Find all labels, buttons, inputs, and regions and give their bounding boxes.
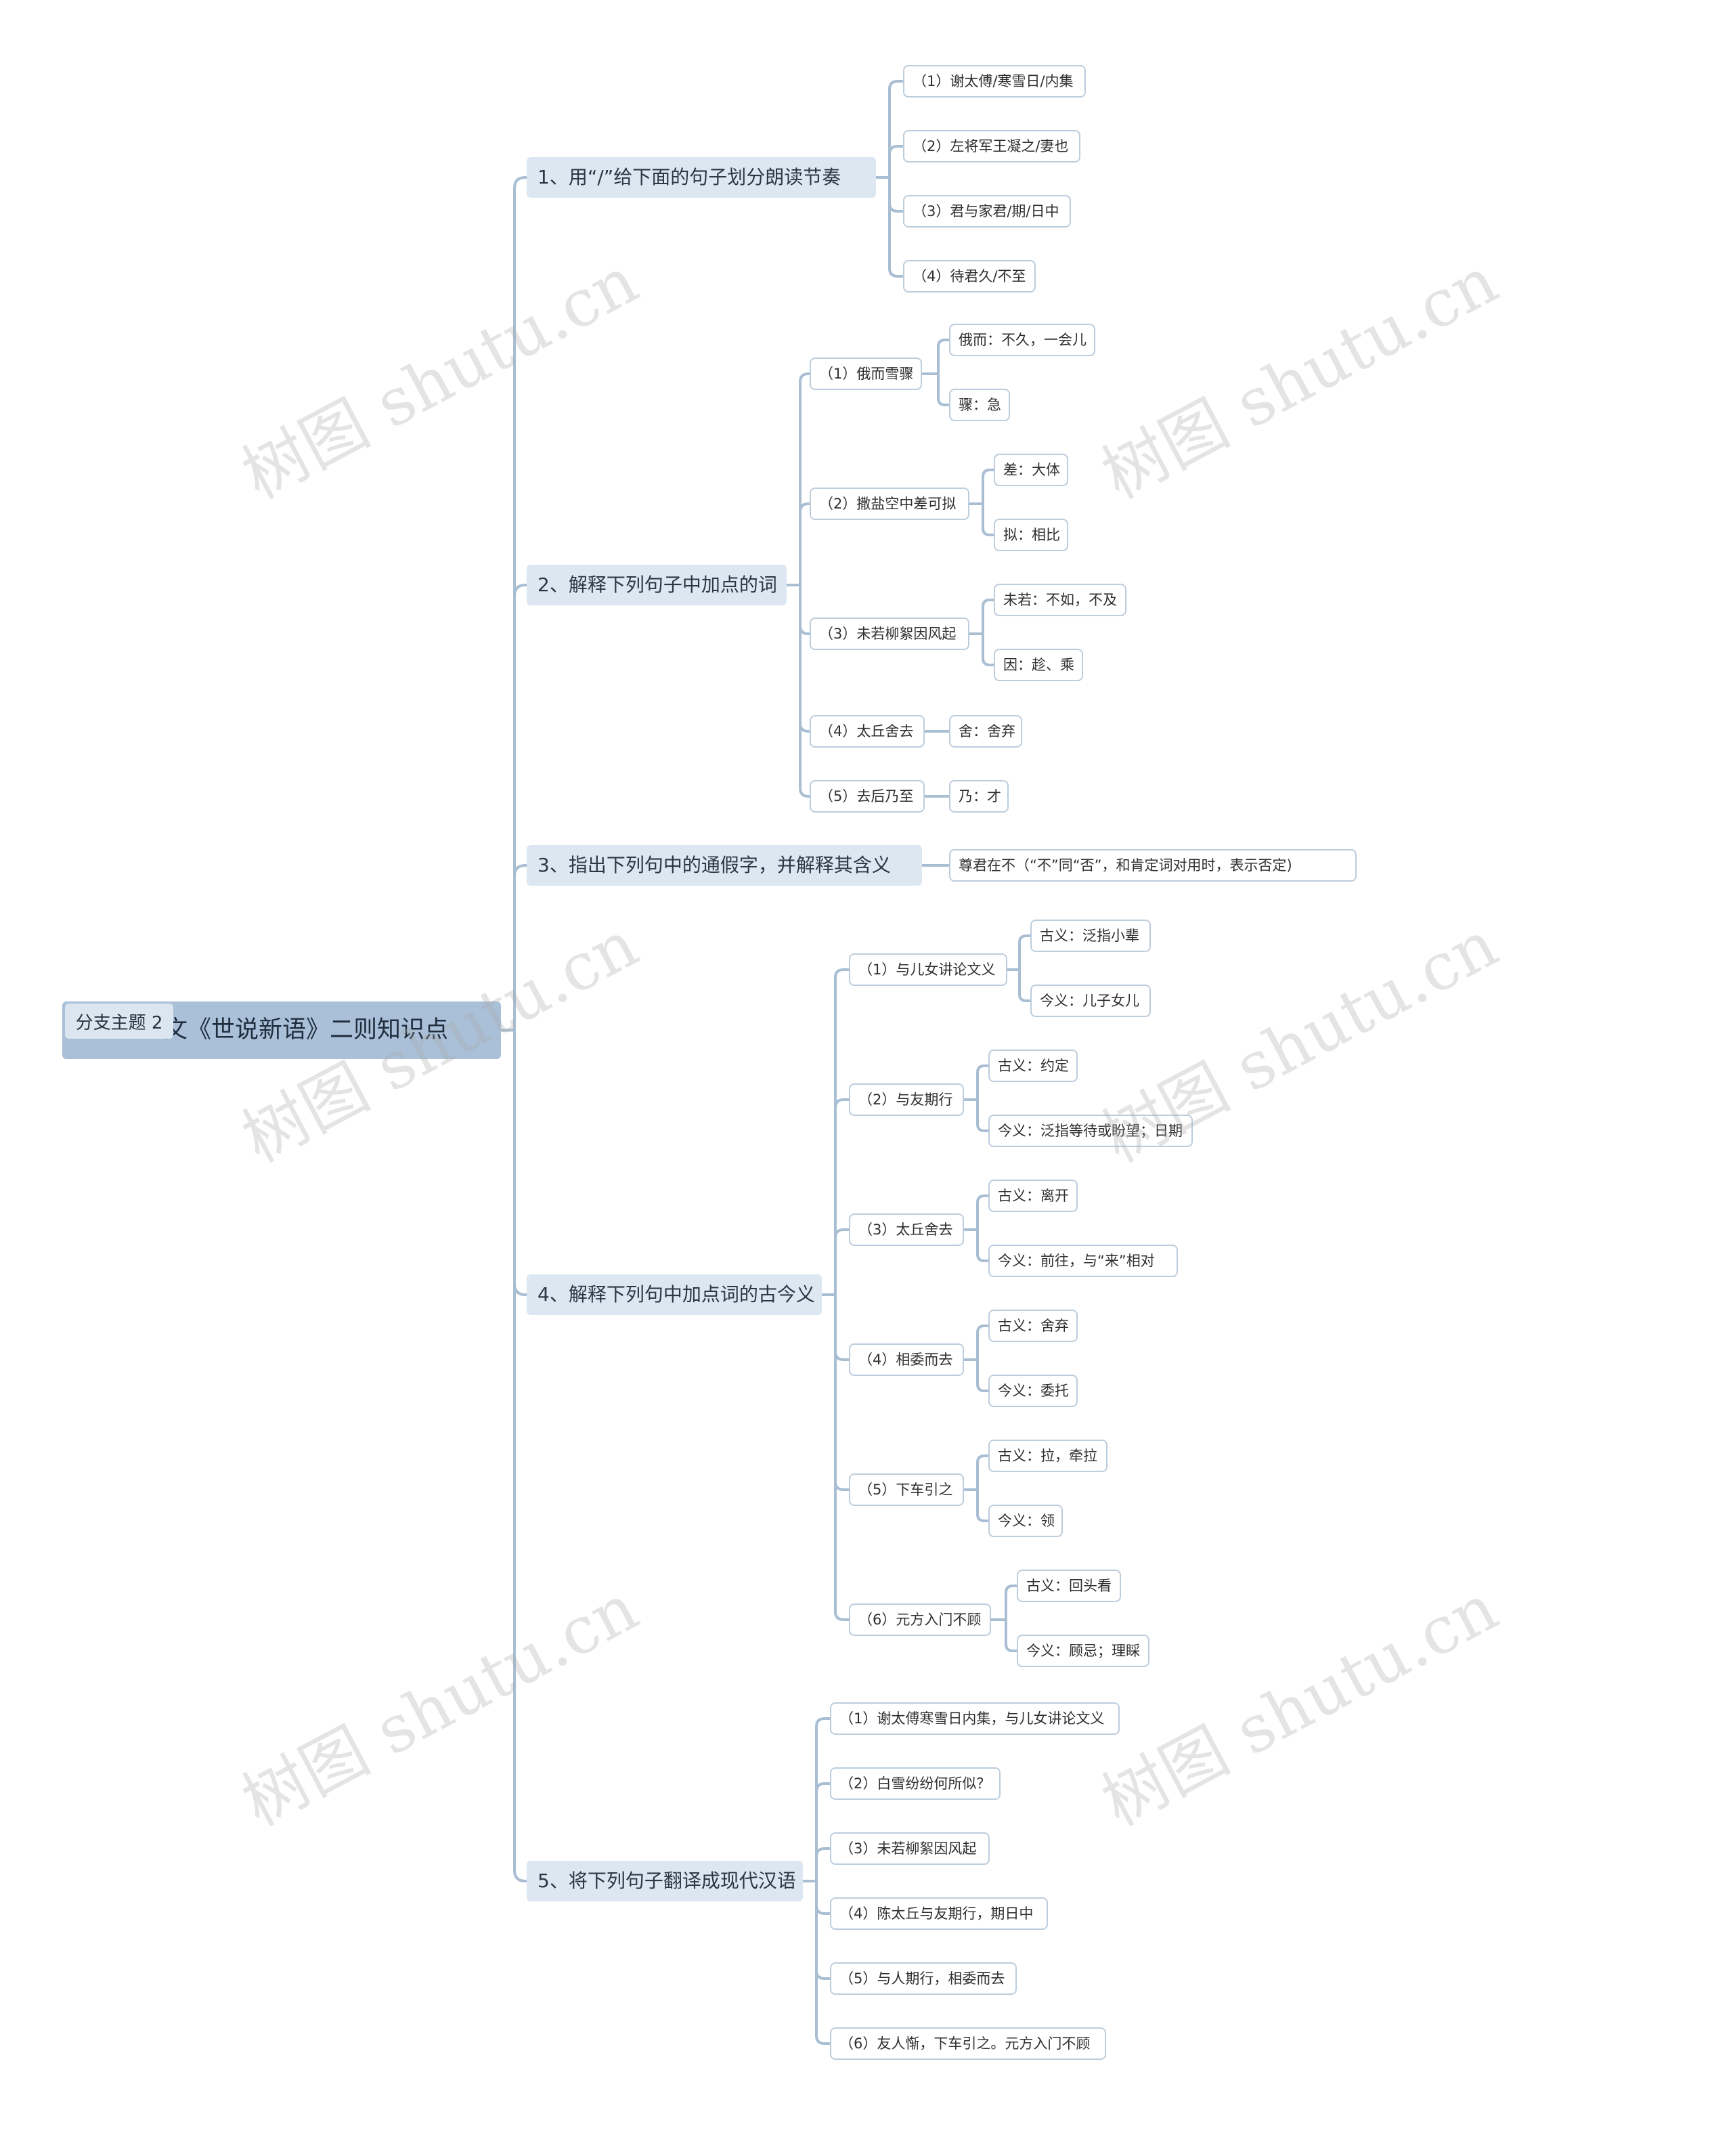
subtopic-2-1[interactable]: （1）俄而雪骤 [810,358,922,390]
connector-curve [799,624,811,635]
connector-curve [982,527,995,536]
connector-curve [982,657,995,666]
connector-curve [1005,1643,1018,1652]
subtopic-5-2[interactable]: （2）白雪纷纷何所似？ [830,1767,1001,1800]
branch-topic-2[interactable]: 2、解释下列句子中加点的词 [527,565,787,605]
subtopic-5-4[interactable]: （4）陈太丘与友期行，期日中 [830,1897,1048,1930]
subtopic-4-2[interactable]: （2）与友期行 [849,1083,964,1116]
subtopic-2-3[interactable]: （3）未若柳絮因风起 [810,618,969,650]
connector-curve [1005,1584,1018,1594]
branch-topic-4[interactable]: 4、解释下列句中加点词的古今义 [527,1274,822,1315]
connector-curve [513,864,528,878]
subtopic-3-1[interactable]: 尊君在不（“不”同“否”，和肯定词对用时，表示否定) [949,849,1357,882]
detail-4-4-2[interactable]: 今义：委托 [988,1375,1078,1407]
detail-2-5-1[interactable]: 乃：才 [949,780,1009,813]
subtopic-4-1[interactable]: （1）与儿女讲论文义 [849,953,1007,986]
subtopic-5-3[interactable]: （3）未若柳絮因风起 [830,1832,990,1865]
connector-curve [976,1513,990,1522]
detail-4-3-1[interactable]: 古义：离开 [988,1180,1078,1212]
connector-curve [834,1350,850,1361]
detail-2-3-2[interactable]: 因：趁、乘 [994,649,1083,681]
branch-topic-5[interactable]: 5、将下列句子翻译成现代汉语 [527,1861,803,1901]
subtopic-1-2[interactable]: （2）左将军王凝之/妻也 [903,130,1080,163]
connector-curve [799,722,811,733]
detail-2-1-1[interactable]: 俄而：不久，一会儿 [949,324,1095,356]
detail-4-1-2[interactable]: 今义：儿子女儿 [1030,985,1151,1017]
connector-curve [815,1782,831,1793]
connector-curve [834,1098,850,1109]
connector-curve [1018,934,1032,944]
connector-curve [815,1904,831,1915]
connector-curve [815,1847,831,1858]
connector-curve [834,1228,850,1239]
connector-curve [513,1869,528,1882]
subtopic-4-6[interactable]: （6）元方入门不顾 [849,1603,991,1636]
detail-4-3-2[interactable]: 今义：前往，与“来”相对 [988,1245,1178,1277]
connector-curve [976,1383,990,1392]
connector-curve [513,176,528,190]
connector-curve [888,145,904,156]
connector-curve [834,1480,850,1491]
connector-curve [976,1253,990,1262]
connector-curve [976,1454,990,1464]
subtopic-4-4[interactable]: （4）相委而去 [849,1343,964,1376]
detail-4-5-1[interactable]: 古义：拉，牵拉 [988,1440,1107,1472]
connector-curve [976,1194,990,1204]
detail-2-3-1[interactable]: 未若：不如，不及 [994,584,1126,616]
branch-topic-3[interactable]: 3、指出下列句中的通假字，并解释其含义 [527,845,922,886]
root-title: 文《世说新语》二则知识点 [164,1016,449,1043]
connector-curve [982,469,995,478]
connector-curve [799,787,811,798]
connector-curve [976,1064,990,1074]
subtopic-2-4[interactable]: （4）太丘舍去 [810,715,925,748]
detail-2-4-1[interactable]: 舍：舍弃 [949,715,1022,748]
connector-curve [888,267,904,278]
detail-4-1-1[interactable]: 古义：泛指小辈 [1030,920,1151,952]
branch-topic-1[interactable]: 1、用“/”给下面的句子划分朗读节奏 [527,157,876,198]
subtopic-1-3[interactable]: （3）君与家君/期/日中 [903,195,1071,228]
subtopic-5-1[interactable]: （1）谢太傅寒雪日内集，与儿女讲论文义 [830,1702,1120,1735]
connector-curve [815,1969,831,1980]
detail-4-6-2[interactable]: 今义：顾忌；理睬 [1017,1635,1149,1667]
connector-curve [799,372,811,383]
subtopic-4-5[interactable]: （5）下车引之 [849,1473,964,1506]
connector-curve [799,502,811,513]
connector-curve [834,1610,850,1621]
connector-curve [937,397,950,406]
detail-2-1-2[interactable]: 骤：急 [949,389,1010,421]
connector-curve [815,1717,831,1728]
connector-curve [1018,993,1032,1002]
subtopic-1-4[interactable]: （4）待君久/不至 [903,260,1036,293]
subtopic-5-6[interactable]: （6）友人惭，下车引之。元方入门不顾 [830,2027,1106,2060]
connector-curve [976,1123,990,1132]
connector-curve [513,584,528,597]
subtopic-5-5[interactable]: （5）与人期行，相委而去 [830,1962,1017,1995]
connector-curve [834,968,850,979]
subtopic-4-3[interactable]: （3）太丘舍去 [849,1213,964,1246]
connector-curve [888,202,904,213]
connector-curve [976,1324,990,1334]
detail-4-2-1[interactable]: 古义：约定 [988,1050,1078,1082]
detail-4-4-1[interactable]: 古义：舍弃 [988,1310,1078,1342]
root-tag-label[interactable]: 分支主题 2 [65,1004,173,1039]
connector-curve [982,599,995,608]
detail-4-2-2[interactable]: 今义：泛指等待或盼望；日期 [988,1115,1193,1147]
detail-2-2-1[interactable]: 差：大体 [994,454,1068,486]
subtopic-1-1[interactable]: （1）谢太傅/寒雪日/内集 [903,65,1086,98]
detail-4-5-2[interactable]: 今义：领 [988,1505,1063,1537]
subtopic-2-2[interactable]: （2）撒盐空中差可拟 [810,488,969,520]
detail-4-6-1[interactable]: 古义：回头看 [1017,1570,1121,1602]
subtopic-2-5[interactable]: （5）去后乃至 [810,780,925,813]
detail-2-2-2[interactable]: 拟：相比 [994,519,1068,551]
connector-curve [937,339,950,348]
connector-curve [888,80,904,91]
connector-curve [815,2034,831,2045]
connector-curve [513,1282,528,1296]
